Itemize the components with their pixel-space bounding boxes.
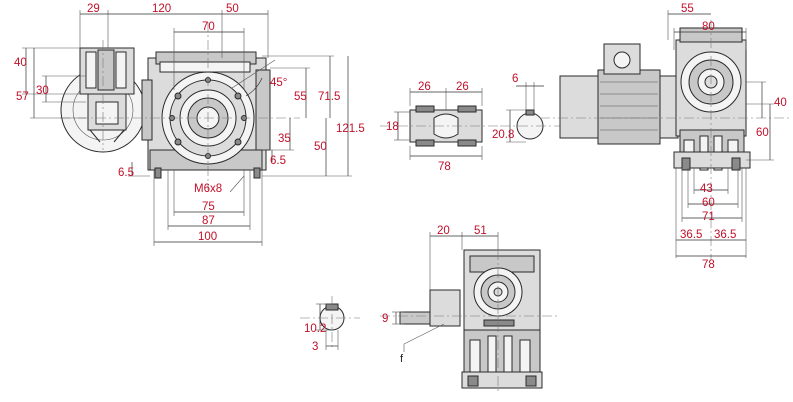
bottom-gearbox [399,249,543,389]
dim-78-shaft: 78 [438,161,451,173]
dim-87: 87 [202,215,215,227]
dim-57: 57 [16,91,29,103]
dim-30: 30 [36,85,49,97]
dim-36-5-right: 36.5 [714,229,736,241]
dim-10-2: 10.2 [304,323,326,335]
dim-40-side: 40 [774,97,787,109]
dim-55: 55 [294,91,307,103]
motor [559,43,679,145]
dim-6-5-left: 6.5 [118,167,134,179]
gearbox-body [141,51,271,179]
dim-26-left: 26 [418,81,431,93]
front-dimensions: 29 120 50 70 40 57 30 55 [14,3,365,246]
input-flange [60,47,146,153]
dim-50-vert: 50 [314,141,327,153]
dim-18: 18 [386,121,399,133]
dim-3: 3 [312,341,318,353]
dim-6-key: 6 [512,73,518,85]
dim-71-5: 71.5 [318,91,340,103]
dim-78-side: 78 [702,259,715,271]
gearbox-side [673,27,751,171]
dim-6-5-right: 6.5 [270,155,286,167]
dim-121-5: 121.5 [336,123,365,135]
dim-20: 20 [437,225,450,237]
flange-f-label: f [400,353,404,365]
dim-50: 50 [226,3,239,15]
dim-36-5-left: 36.5 [680,229,702,241]
dim-9: 9 [382,313,388,325]
dim-51: 51 [474,225,487,237]
dim-100: 100 [198,231,217,243]
dim-71: 71 [702,211,715,223]
dim-70: 70 [202,21,215,33]
side-view: 55 80 40 60 43 60 71 36.5 36.5 78 [540,3,790,271]
dim-43: 43 [700,183,713,195]
dim-120: 120 [152,3,171,15]
shaft-view: 26 26 18 78 6 20.8 [380,73,560,173]
dim-angle-45: 45° [270,77,287,89]
bottom-view: 20 51 10.2 3 9 f [300,225,560,392]
front-view: 29 120 50 70 40 57 30 55 [14,3,365,246]
dim-60-bottom: 60 [702,197,715,209]
thread-m6x8: M6x8 [194,183,222,195]
dim-55-side: 55 [681,3,694,15]
dim-80-side: 80 [702,21,715,33]
dim-40: 40 [14,57,27,69]
dim-29: 29 [87,3,100,15]
dim-75: 75 [202,201,215,213]
dim-20-8: 20.8 [492,129,514,141]
dim-35: 35 [278,133,291,145]
dim-26-right: 26 [456,81,469,93]
dim-60-side-vert: 60 [756,127,769,139]
